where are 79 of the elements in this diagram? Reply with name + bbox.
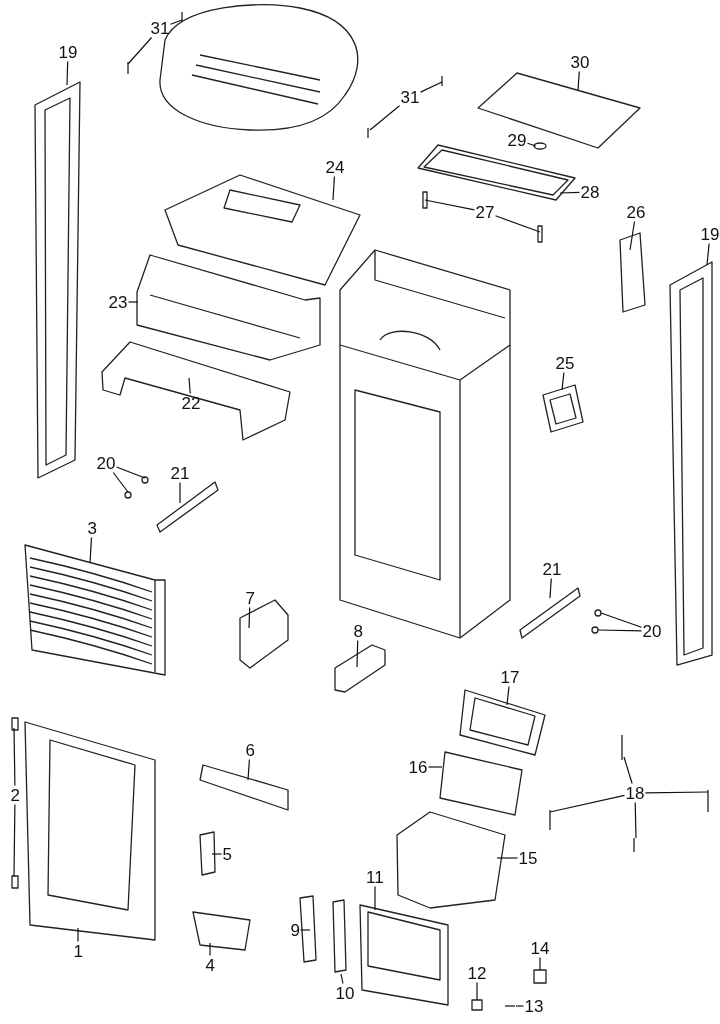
callout-number: 30 [570,53,590,71]
leader-line [539,956,541,971]
callout-number: 14 [530,939,550,957]
leader-line [549,577,552,599]
leader-line [169,19,183,25]
callout-number: 20 [642,622,662,640]
callout-number: 19 [58,43,78,61]
leader-line [77,927,79,943]
leader-line [476,981,478,1001]
leader-line [629,220,636,251]
leader-line [634,801,637,839]
callout-number: 2 [10,786,20,804]
leader-line [13,727,16,787]
callout-number: 9 [290,921,300,939]
leader-line [506,685,510,706]
callout-number: 5 [222,845,232,863]
leader-line [340,973,344,985]
callout-number: 11 [366,868,384,886]
leader-line [561,371,565,391]
callout-number: 26 [626,203,646,221]
leader-line [188,377,191,395]
leader-line [211,853,223,855]
leader-line [706,242,710,266]
callout-number: 22 [181,394,201,412]
callout-number: 18 [625,784,645,802]
callout-number: 27 [475,203,495,221]
callout-number: 24 [325,158,345,176]
callout-number: 31 [400,88,420,106]
callout-number: 3 [87,519,97,537]
leader-line [549,794,626,813]
leader-line [248,606,251,629]
leader-line [427,766,443,768]
leader-line [66,60,69,86]
callout-number: 19 [700,225,720,243]
leader-line [559,191,581,194]
leader-line [115,466,146,479]
leader-line [597,629,643,632]
leader-line [89,536,93,564]
callout-number: 13 [524,997,544,1015]
leader-line [112,471,129,493]
callout-number: 17 [500,668,520,686]
leader-line [494,215,541,233]
leader-line [644,791,709,794]
leader-line [515,1005,525,1007]
leader-line [127,301,139,303]
leader-line [526,142,537,147]
leader-line [496,857,519,859]
callout-number: 25 [555,354,575,372]
callout-number: 20 [96,454,116,472]
leader-line [623,756,633,785]
callout-number: 4 [205,956,215,974]
leader-line [127,36,153,65]
callout-number: 7 [245,589,255,607]
callout-number: 12 [467,964,487,982]
leader-line [299,929,311,931]
leader-line [247,758,250,781]
callout-number: 8 [353,622,363,640]
callout-number: 23 [108,293,128,311]
leader-line [179,481,181,504]
callout-number: 31 [150,19,170,37]
callout-number: 28 [580,183,600,201]
leader-line [332,175,335,201]
callout-number: 1 [73,942,83,960]
callout-number: 29 [507,131,527,149]
leader-line [209,942,211,957]
callout-number: 6 [245,741,255,759]
callout-number: 21 [170,464,190,482]
leader-line [356,639,359,668]
callout-number: 21 [542,560,562,578]
leader-line [419,81,443,93]
callout-number: 10 [335,984,355,1002]
leader-line [13,803,16,877]
leader-line [600,612,643,628]
callout-number: 16 [408,758,428,776]
leader-line [577,70,580,91]
leader-line [424,199,476,211]
callout-number: 15 [518,849,538,867]
leader-line [374,885,376,911]
leader-line [369,105,401,131]
